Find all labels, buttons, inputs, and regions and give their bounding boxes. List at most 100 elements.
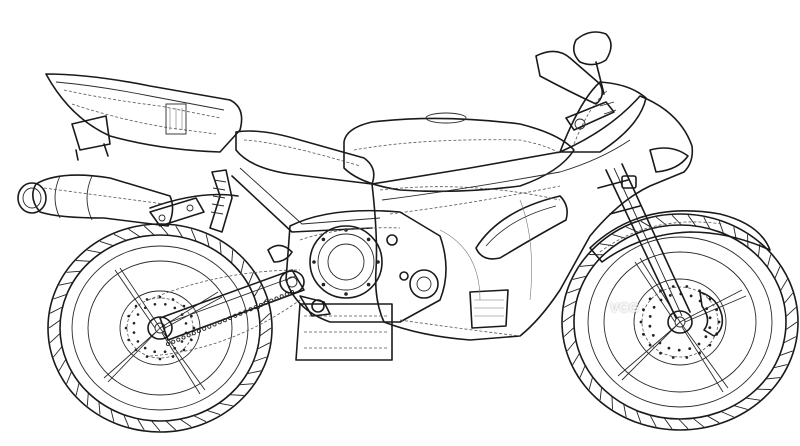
- disc-hole: [190, 338, 193, 342]
- cover-bolt: [312, 260, 316, 264]
- disc-hole: [153, 303, 157, 306]
- disc-hole: [677, 348, 681, 352]
- cover-bolt: [321, 282, 326, 287]
- disc-hole: [704, 335, 708, 339]
- tread-segment: [663, 417, 673, 430]
- disc-hole: [145, 298, 149, 301]
- chain-link: [207, 324, 212, 329]
- chain-link: [222, 318, 227, 323]
- chain-link: [258, 302, 264, 308]
- disc-hole: [651, 334, 655, 337]
- cover-bolt: [366, 282, 371, 287]
- fuel-tank: [343, 112, 575, 193]
- front-disc-holes: [639, 285, 721, 359]
- tail-light: [165, 103, 187, 135]
- disc-hole: [659, 289, 662, 293]
- engine-sump: [295, 303, 393, 361]
- tread-segment: [137, 418, 145, 431]
- tread-segment: [110, 408, 115, 422]
- rear-shock: [209, 169, 233, 233]
- disc-hole: [184, 322, 188, 325]
- engine: [267, 209, 447, 361]
- disc-hole: [659, 351, 662, 355]
- footpeg-bracket: [149, 197, 205, 227]
- disc-hole: [705, 307, 709, 310]
- tread-segment: [766, 254, 772, 268]
- chain-link: [181, 335, 186, 340]
- tail-fairing: [45, 73, 243, 161]
- disc-hole: [127, 338, 130, 342]
- disc-hole: [145, 355, 149, 358]
- disc-hole: [639, 320, 643, 324]
- frame-lines: [379, 186, 561, 337]
- tread-segment: [253, 356, 267, 363]
- disc-hole: [658, 341, 662, 345]
- chain-link: [279, 294, 284, 299]
- mirror-housing: [535, 50, 604, 105]
- tread-segment: [229, 394, 244, 396]
- tread-segment: [143, 225, 155, 236]
- tread-segment: [579, 264, 595, 267]
- cover-bolt: [366, 237, 371, 242]
- exhaust-tip: [17, 182, 47, 214]
- tread-segment: [113, 233, 127, 241]
- tread-segment: [733, 405, 748, 410]
- front-fender: [589, 210, 771, 263]
- chain-link: [176, 337, 181, 342]
- tread-segment: [190, 229, 197, 242]
- tread-segment: [780, 279, 788, 292]
- disc-hole: [173, 346, 176, 350]
- headlight: [649, 147, 689, 173]
- disc-hole: [132, 331, 136, 334]
- tread-segment: [783, 292, 794, 304]
- disc-hole: [180, 340, 184, 343]
- front-wheel-spokes: [617, 257, 747, 393]
- tread-segment: [257, 342, 271, 350]
- chain-link: [191, 331, 196, 336]
- tread-segment: [247, 370, 262, 375]
- disc-hole: [132, 321, 136, 325]
- tread-segment: [205, 234, 210, 248]
- tread-segment: [151, 420, 161, 432]
- disc-hole: [192, 326, 196, 330]
- tread-segment: [66, 371, 73, 384]
- tread-segment: [76, 260, 91, 262]
- disc-hole: [134, 348, 138, 352]
- chain-link: [233, 313, 238, 318]
- disc-hole: [668, 294, 672, 297]
- tread-segment: [53, 293, 67, 300]
- rear-wheel: [47, 223, 273, 433]
- tread-segment: [649, 414, 657, 428]
- disc-hole: [136, 313, 140, 316]
- fuel-cap: [425, 112, 467, 124]
- front-brake-disc: [633, 278, 727, 366]
- chain-link: [238, 311, 243, 316]
- chain-link: [274, 296, 279, 301]
- disc-hole: [642, 332, 645, 336]
- brake-pedal: [267, 244, 293, 263]
- front-indicator: [621, 175, 637, 189]
- tread-segment: [612, 234, 627, 239]
- tread-segment: [66, 270, 81, 273]
- side-air-vent: [475, 195, 568, 260]
- tread-segment: [623, 404, 627, 418]
- tread-segment: [588, 376, 594, 390]
- disc-hole: [708, 343, 712, 347]
- disc-hole: [648, 324, 652, 328]
- chain-link: [227, 315, 233, 321]
- disc-hole: [717, 320, 721, 324]
- tread-segment: [703, 216, 711, 230]
- tread-segment: [75, 382, 80, 396]
- disc-hole: [143, 346, 147, 350]
- disc-hole: [127, 314, 130, 318]
- tread-segment: [49, 332, 61, 344]
- disc-hole: [671, 356, 675, 359]
- disc-hole: [648, 315, 652, 318]
- tread-segment: [579, 365, 586, 378]
- tread-segment: [193, 415, 207, 423]
- disc-hole: [190, 314, 193, 318]
- chain-link: [243, 309, 248, 314]
- tread-segment: [678, 418, 689, 430]
- chain-link: [264, 300, 269, 305]
- tread-segment: [566, 340, 577, 352]
